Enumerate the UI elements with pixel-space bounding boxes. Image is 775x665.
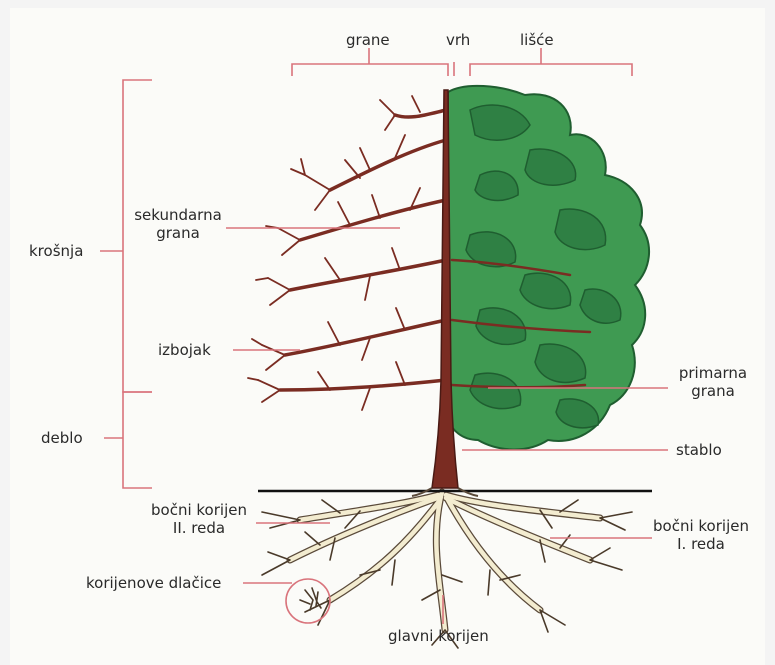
label-bocni2-line1: bočni korijen [138,501,260,519]
label-primarna-grana: primarna grana [668,364,758,400]
label-bocni1-line2: I. reda [640,535,762,553]
label-izbojak: izbojak [158,341,211,359]
bare-branches [248,96,446,410]
label-grane: grane [346,31,390,49]
label-krosnja: krošnja [29,242,83,260]
label-stablo: stablo [676,441,722,459]
label-primarna-line1: primarna [668,364,758,382]
foliage [448,86,649,450]
bracket-deblo [123,392,152,488]
label-bocni-korijen-2: bočni korijen II. reda [138,501,260,537]
label-deblo: deblo [41,429,83,447]
label-vrh: vrh [446,31,470,49]
label-korijenove-dlacice: korijenove dlačice [86,574,221,592]
label-sekundarna-line1: sekundarna [128,206,228,224]
label-lisce: lišće [520,31,554,49]
bracket-lisce [470,64,632,76]
label-sekundarna-line2: grana [128,224,228,242]
label-glavni-korijen: glavni korijen [388,627,489,645]
label-bocni2-line2: II. reda [138,519,260,537]
label-bocni-korijen-1: bočni korijen I. reda [640,517,762,553]
label-primarna-line2: grana [668,382,758,400]
root-system [262,492,632,648]
bracket-grane [292,64,448,76]
label-sekundarna-grana: sekundarna grana [128,206,228,242]
root-hair-detail-circle [286,579,330,623]
label-bocni1-line1: bočni korijen [640,517,762,535]
